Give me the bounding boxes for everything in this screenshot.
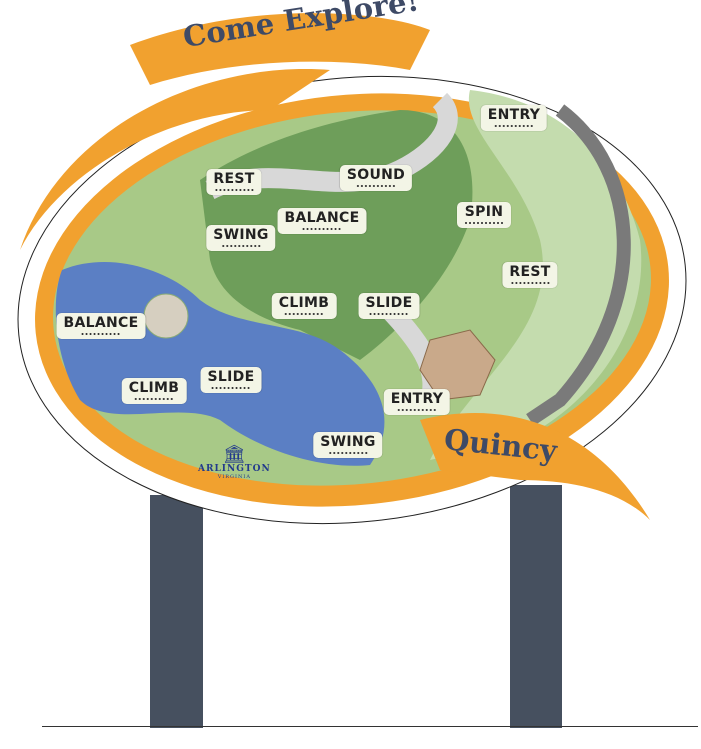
blue-play-area [55, 261, 385, 466]
title-banner [130, 13, 430, 86]
map-label-spin: SPIN [457, 202, 511, 228]
braille-dots [80, 332, 121, 336]
braille-dots [214, 188, 254, 192]
braille-dots [510, 281, 550, 285]
map-label-climb: CLIMB [121, 378, 187, 404]
braille-dots [220, 244, 261, 248]
logo-name: ARLINGTON [198, 464, 271, 474]
map-label-balance: BALANCE [56, 313, 146, 339]
map-label-swing: SWING [313, 432, 383, 458]
map-label-swing: SWING [206, 225, 276, 251]
map-label-slide: SLIDE [358, 293, 420, 319]
braille-dots [493, 124, 534, 128]
logo-subtitle: VIRGINIA [217, 474, 251, 480]
braille-dots [369, 312, 409, 316]
right-post [510, 485, 562, 728]
map-label-rest: REST [502, 262, 558, 288]
braille-dots [301, 227, 342, 231]
left-post [150, 495, 203, 728]
braille-dots [133, 397, 174, 401]
arlington-logo: 🏛 ARLINGTON VIRGINIA [198, 444, 271, 481]
map-label-entry: ENTRY [383, 389, 451, 415]
braille-dots [464, 221, 504, 225]
arlington-logo-icon: 🏛 [222, 444, 246, 465]
map-label-entry: ENTRY [480, 105, 548, 131]
map-label-balance: BALANCE [277, 208, 367, 234]
map-label-sound: SOUND [339, 165, 413, 191]
map-label-climb: CLIMB [271, 293, 337, 319]
ground-line [42, 726, 698, 727]
braille-dots [355, 184, 396, 188]
pavilion [419, 329, 496, 401]
map-label-rest: REST [206, 169, 262, 195]
braille-dots [396, 408, 437, 412]
quincy-banner [420, 413, 650, 520]
braille-dots [211, 386, 251, 390]
climbing-dome [143, 293, 189, 339]
braille-dots [283, 312, 324, 316]
braille-dots [327, 451, 368, 455]
map-label-slide: SLIDE [200, 367, 262, 393]
